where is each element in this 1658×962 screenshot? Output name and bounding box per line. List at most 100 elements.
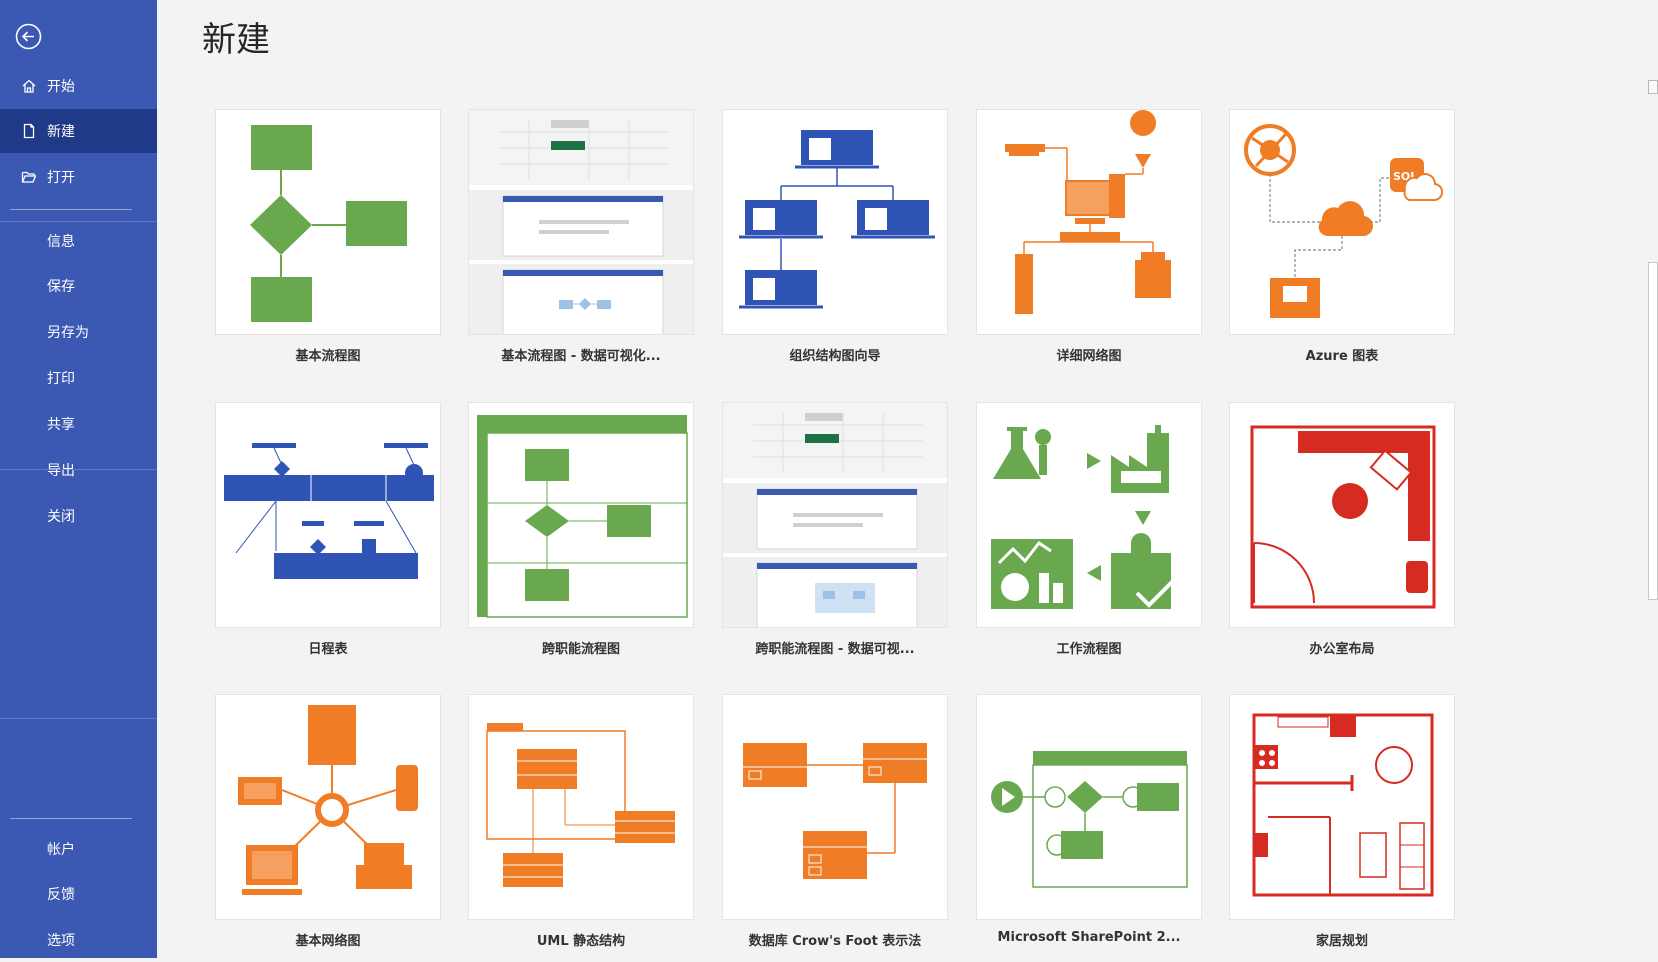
template-detailed-network-diagram[interactable]: 详细网络图	[976, 109, 1202, 364]
template-cross-functional-flowchart[interactable]: 跨职能流程图	[468, 402, 694, 657]
sidebar-divider	[10, 818, 132, 819]
template-thumbnail	[722, 109, 948, 335]
nav-save-label: 保存	[47, 279, 75, 295]
azure-preview-icon: SQL	[1244, 124, 1444, 318]
template-label: 工作流程图	[1056, 642, 1122, 657]
nav-print[interactable]: 打印	[0, 356, 157, 400]
template-thumbnail	[468, 694, 694, 920]
uml-preview-icon	[486, 723, 675, 887]
cross-functional-preview-icon	[477, 415, 688, 618]
template-label: 基本流程图	[295, 349, 361, 364]
template-thumbnail	[1229, 402, 1455, 628]
org-chart-preview-icon	[739, 130, 935, 309]
nav-save-as-label: 另存为	[47, 325, 89, 341]
nav-home-label: 开始	[47, 79, 75, 95]
template-label: 家居规划	[1315, 934, 1368, 949]
template-thumbnail	[215, 109, 441, 335]
nav-export-label: 导出	[47, 463, 75, 479]
template-thumbnail: SQL	[1229, 109, 1455, 335]
database-preview-icon	[743, 743, 927, 879]
template-thumbnail	[215, 402, 441, 628]
timeline-preview-icon	[224, 443, 434, 579]
nav-account-label: 帐户	[47, 842, 75, 858]
nav-options-label: 选项	[47, 933, 75, 949]
nav-close[interactable]: 关闭	[0, 494, 157, 538]
workflow-preview-icon	[991, 425, 1175, 609]
data-visualizer-preview-icon	[469, 110, 693, 334]
template-label: 跨职能流程图 - 数据可视...	[755, 642, 915, 657]
new-document-icon	[20, 122, 38, 140]
template-uml-static-structure[interactable]: UML 静态结构	[468, 694, 694, 949]
template-thumbnail	[468, 109, 694, 335]
template-label: 基本网络图	[295, 934, 361, 949]
template-home-plan[interactable]: 家居规划	[1229, 694, 1455, 949]
template-label: 日程表	[308, 642, 348, 657]
template-thumbnail	[976, 402, 1202, 628]
template-label: 详细网络图	[1056, 349, 1122, 364]
sidebar-divider	[0, 221, 157, 222]
template-label: Azure 图表	[1305, 349, 1379, 364]
backstage-sidebar: 开始 新建 打开 信息 保存 另存为 打印 共享 导出 关闭 帐户 反馈 选项	[0, 0, 157, 958]
template-thumbnail	[722, 694, 948, 920]
template-label: 数据库 Crow's Foot 表示法	[748, 934, 922, 949]
template-timeline[interactable]: 日程表	[215, 402, 441, 657]
sidebar-divider	[0, 718, 157, 719]
open-folder-icon	[20, 168, 38, 186]
office-layout-preview-icon	[1250, 425, 1436, 609]
nav-feedback[interactable]: 反馈	[0, 872, 157, 916]
template-sharepoint-workflow[interactable]: Microsoft SharePoint 2...	[976, 694, 1202, 945]
sidebar-divider	[10, 209, 132, 210]
sidebar-divider	[0, 469, 157, 470]
home-plan-preview-icon	[1252, 713, 1434, 897]
template-basic-flowchart[interactable]: 基本流程图	[215, 109, 441, 364]
template-label: 跨职能流程图	[541, 642, 620, 657]
page-title: 新建	[202, 20, 270, 60]
nav-save[interactable]: 保存	[0, 264, 157, 308]
nav-home[interactable]: 开始	[0, 64, 157, 108]
scroll-up-button[interactable]	[1648, 80, 1658, 94]
nav-share-label: 共享	[47, 417, 75, 433]
template-label: Microsoft SharePoint 2...	[997, 930, 1181, 945]
network-preview-icon	[238, 705, 418, 895]
template-label: 组织结构图向导	[789, 349, 881, 364]
nav-new-label: 新建	[47, 124, 75, 140]
template-thumbnail	[976, 694, 1202, 920]
nav-new[interactable]: 新建	[0, 109, 157, 153]
nav-share[interactable]: 共享	[0, 402, 157, 446]
sharepoint-preview-icon	[991, 751, 1188, 888]
nav-options[interactable]: 选项	[0, 918, 157, 962]
back-arrow-icon	[15, 23, 42, 50]
nav-close-label: 关闭	[47, 509, 75, 525]
template-office-layout[interactable]: 办公室布局	[1229, 402, 1455, 657]
nav-account[interactable]: 帐户	[0, 827, 157, 871]
template-azure-diagram[interactable]: SQL Azure 图表	[1229, 109, 1455, 364]
nav-open-label: 打开	[47, 170, 75, 186]
network-preview-icon	[1005, 110, 1171, 314]
home-icon	[20, 77, 38, 95]
template-workflow-diagram[interactable]: 工作流程图	[976, 402, 1202, 657]
back-button[interactable]	[15, 23, 42, 50]
template-crows-foot-database[interactable]: 数据库 Crow's Foot 表示法	[722, 694, 948, 949]
nav-save-as[interactable]: 另存为	[0, 310, 157, 354]
template-basic-flowchart-data-visualizer[interactable]: 基本流程图 - 数据可视化...	[468, 109, 694, 364]
template-cross-functional-data-visualizer[interactable]: 跨职能流程图 - 数据可视...	[722, 402, 948, 657]
flowchart-preview-icon	[250, 125, 407, 322]
template-basic-network-diagram[interactable]: 基本网络图	[215, 694, 441, 949]
nav-print-label: 打印	[47, 371, 75, 387]
template-thumbnail	[468, 402, 694, 628]
template-thumbnail	[976, 109, 1202, 335]
nav-info[interactable]: 信息	[0, 219, 157, 263]
nav-open[interactable]: 打开	[0, 155, 157, 199]
template-label: UML 静态结构	[536, 934, 626, 949]
vertical-scrollbar-thumb[interactable]	[1648, 262, 1658, 600]
data-visualizer-preview-icon	[723, 403, 947, 627]
nav-feedback-label: 反馈	[47, 887, 75, 903]
nav-export[interactable]: 导出	[0, 448, 157, 492]
template-thumbnail	[722, 402, 948, 628]
template-thumbnail	[215, 694, 441, 920]
template-label: 办公室布局	[1309, 642, 1375, 657]
template-label: 基本流程图 - 数据可视化...	[501, 349, 661, 364]
template-thumbnail	[1229, 694, 1455, 920]
template-org-chart-wizard[interactable]: 组织结构图向导	[722, 109, 948, 364]
nav-info-label: 信息	[47, 234, 75, 250]
